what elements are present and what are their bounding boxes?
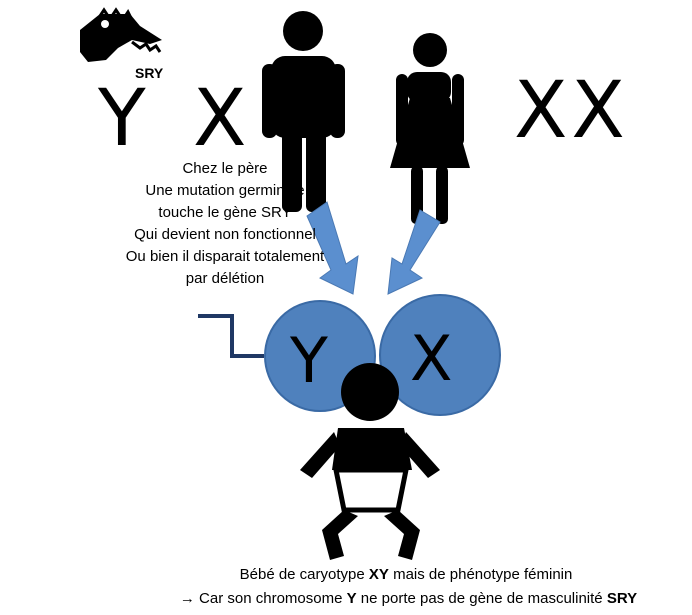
arrow-father-icon xyxy=(306,201,359,295)
arrow-mother-icon xyxy=(387,209,441,295)
caption-text: ne porte pas de gène de masculinité xyxy=(356,590,607,607)
crocodile-icon xyxy=(80,7,162,62)
note-line: Une mutation germinale xyxy=(145,182,305,199)
mother-xx-chromosome-letters: XX xyxy=(514,66,629,156)
note-line: Ou bien il disparait totalement xyxy=(125,248,325,265)
note-line: par délétion xyxy=(185,270,265,287)
woman-icon xyxy=(390,33,470,224)
note-line: touche le gène SRY xyxy=(158,204,292,221)
caption-line-2: → Car son chromosome Y ne porte pas de g… xyxy=(0,590,692,607)
chromosome-x-circle xyxy=(379,294,501,416)
man-icon xyxy=(262,11,345,212)
note-line: Qui devient non fonctionnel xyxy=(134,226,316,243)
father-x-chromosome-letter: X xyxy=(193,74,247,164)
caption-text: mais de phénotype féminin xyxy=(388,566,573,583)
father-mutation-note: Chez le père Une mutation germinale touc… xyxy=(120,158,330,290)
caption-bold-xy: XY xyxy=(368,566,389,583)
father-y-chromosome-letter: Y xyxy=(98,74,146,164)
sry-label: SRY xyxy=(135,65,164,81)
caption-text: Bébé de caryotype xyxy=(239,566,369,583)
baby-x-chromosome-letter: X xyxy=(410,322,453,395)
baby-y-chromosome-letter: Y xyxy=(290,324,328,397)
bracket-line xyxy=(198,314,264,358)
caption-line-1: Bébé de caryotype XY mais de phénotype f… xyxy=(0,566,692,583)
caption-text: Car son chromosome xyxy=(194,590,347,607)
note-line: Chez le père xyxy=(182,160,268,177)
right-arrow-icon: → xyxy=(179,590,195,607)
caption-bold-sry: SRY xyxy=(606,590,638,607)
baby-icon xyxy=(300,363,440,560)
caption-bold-y: Y xyxy=(346,590,357,607)
